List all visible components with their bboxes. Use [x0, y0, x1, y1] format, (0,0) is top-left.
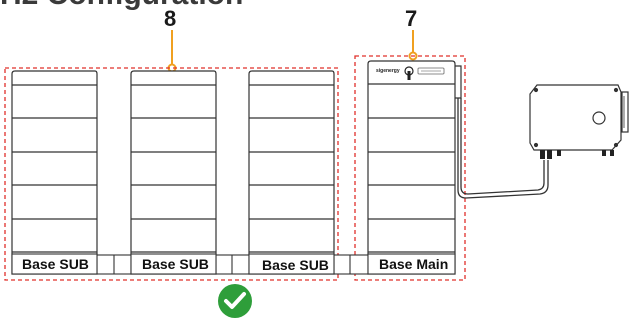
callout-number-7: 7: [405, 6, 418, 31]
battery-stack-sub-1: [11, 70, 98, 275]
label-panel-4: [367, 253, 456, 275]
callout-number-8: 8: [164, 6, 177, 31]
check-circle-icon: [218, 284, 252, 318]
callout-leader-8: [167, 30, 177, 73]
stack-connector-1: [96, 254, 132, 275]
main-dashed-box: [354, 55, 466, 281]
battery-label-2: Base SUB: [142, 256, 209, 272]
page-title: H2 Configuration: [0, 0, 243, 12]
brand-logo-text: sigenergy: [376, 68, 400, 74]
battery-label-4: Base Main: [379, 256, 449, 272]
battery-stack-sub-2: [130, 70, 217, 275]
battery-label-1: Base SUB: [22, 256, 89, 272]
power-cable: [457, 98, 549, 199]
label-panel-3: [248, 253, 335, 275]
battery-label-3: Base SUB: [262, 257, 329, 273]
sub-group-dashed-box: [4, 67, 339, 281]
stack-connector-3: [333, 254, 369, 275]
label-panel-1: [11, 253, 98, 275]
inverter-unit: [529, 84, 629, 151]
label-panel-2: [130, 253, 217, 275]
stack-connector-2: [215, 254, 250, 275]
callout-leader-7: [408, 30, 418, 61]
battery-stack-main: [367, 60, 462, 275]
battery-stack-sub-3: [248, 70, 335, 275]
inverter-cable-glands: [540, 150, 614, 159]
main-unit-switch-icon: [404, 66, 445, 80]
